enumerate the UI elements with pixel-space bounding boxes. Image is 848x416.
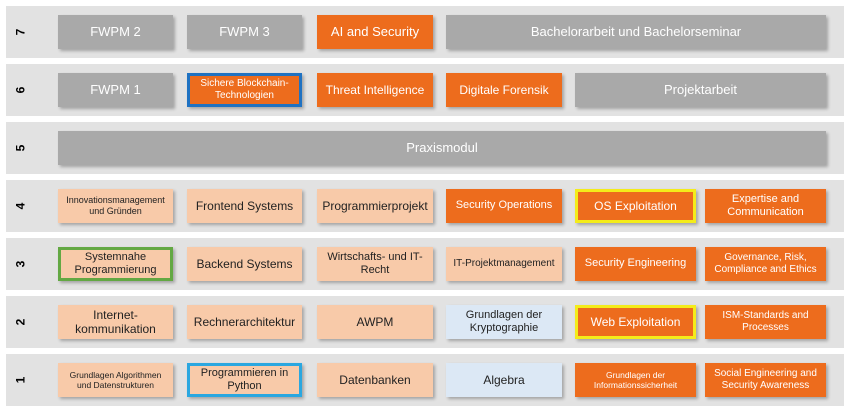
semester-number-label: 6 [13,86,27,94]
module-innovationsmanagement: Innovationsmanagement und Gründen [58,189,173,223]
semester-number-label: 4 [13,202,27,210]
module-wirtschafts-und-it-recht: Wirtschafts- und IT-Recht [317,247,433,281]
semester-row-3: 3 Systemnahe Programmierung Backend Syst… [6,238,844,290]
module-programmieren-in-python: Programmieren in Python [187,363,302,397]
module-fwpm-1: FWPM 1 [58,73,173,107]
module-grundlagen-algorithmen: Grundlagen Algorithmen und Datenstruktur… [58,363,173,397]
module-digitale-forensik: Digitale Forensik [446,73,562,107]
module-governance-risk-compliance: Governance, Risk, Compliance and Ethics [705,247,826,281]
module-praxismodul: Praxismodul [58,131,826,165]
semester-number-label: 7 [13,28,27,36]
module-programmierprojekt: Programmierprojekt [317,189,433,223]
module-bachelorarbeit: Bachelorarbeit und Bachelorseminar [446,15,826,49]
module-fwpm-2: FWPM 2 [58,15,173,49]
semester-number: 2 [6,296,34,348]
semester-number: 6 [6,64,34,116]
module-algebra: Algebra [446,363,562,397]
semester-number: 1 [6,354,34,406]
module-backend-systems: Backend Systems [187,247,302,281]
semester-number-label: 3 [13,260,27,268]
semester-number: 4 [6,180,34,232]
module-grundlagen-kryptographie: Grundlagen der Kryptographie [446,305,562,339]
semester-row-6: 6 FWPM 1 Sichere Blockchain-Technologien… [6,64,844,116]
semester-row-5: 5 Praxismodul [6,122,844,174]
module-datenbanken: Datenbanken [317,363,433,397]
module-web-exploitation: Web Exploitation [575,305,696,339]
semester-number-label: 5 [13,144,27,152]
module-grundlagen-informationssicherheit: Grundlagen der Informationssicherheit [575,363,696,397]
semester-number-label: 1 [13,376,27,384]
module-expertise-and-communication: Expertise and Communication [705,189,826,223]
module-social-engineering: Social Engineering and Security Awarenes… [705,363,826,397]
module-security-engineering: Security Engineering [575,247,696,281]
module-awpm: AWPM [317,305,433,339]
module-internetkommunikation: Internet-kommunikation [58,305,173,339]
semester-row-1: 1 Grundlagen Algorithmen und Datenstrukt… [6,354,844,406]
module-projektarbeit: Projektarbeit [575,73,826,107]
module-it-projektmanagement: IT-Projektmanagement [446,247,562,281]
module-rechnerarchitektur: Rechnerarchitektur [187,305,302,339]
semester-number-label: 2 [13,318,27,326]
semester-number: 7 [6,6,34,58]
module-ai-and-security: AI and Security [317,15,433,49]
module-systemnahe-programmierung: Systemnahe Programmierung [58,247,173,281]
module-os-exploitation: OS Exploitation [575,189,696,223]
semester-number: 3 [6,238,34,290]
module-ism-standards-and-processes: ISM-Standards and Processes [705,305,826,339]
semester-row-2: 2 Internet-kommunikation Rechnerarchitek… [6,296,844,348]
semester-number: 5 [6,122,34,174]
module-fwpm-3: FWPM 3 [187,15,302,49]
module-sichere-blockchain-technologien: Sichere Blockchain-Technologien [187,73,302,107]
module-threat-intelligence: Threat Intelligence [317,73,433,107]
semester-row-4: 4 Innovationsmanagement und Gründen Fron… [6,180,844,232]
module-security-operations: Security Operations [446,189,562,223]
module-frontend-systems: Frontend Systems [187,189,302,223]
semester-row-7: 7 FWPM 2 FWPM 3 AI and Security Bachelor… [6,6,844,58]
